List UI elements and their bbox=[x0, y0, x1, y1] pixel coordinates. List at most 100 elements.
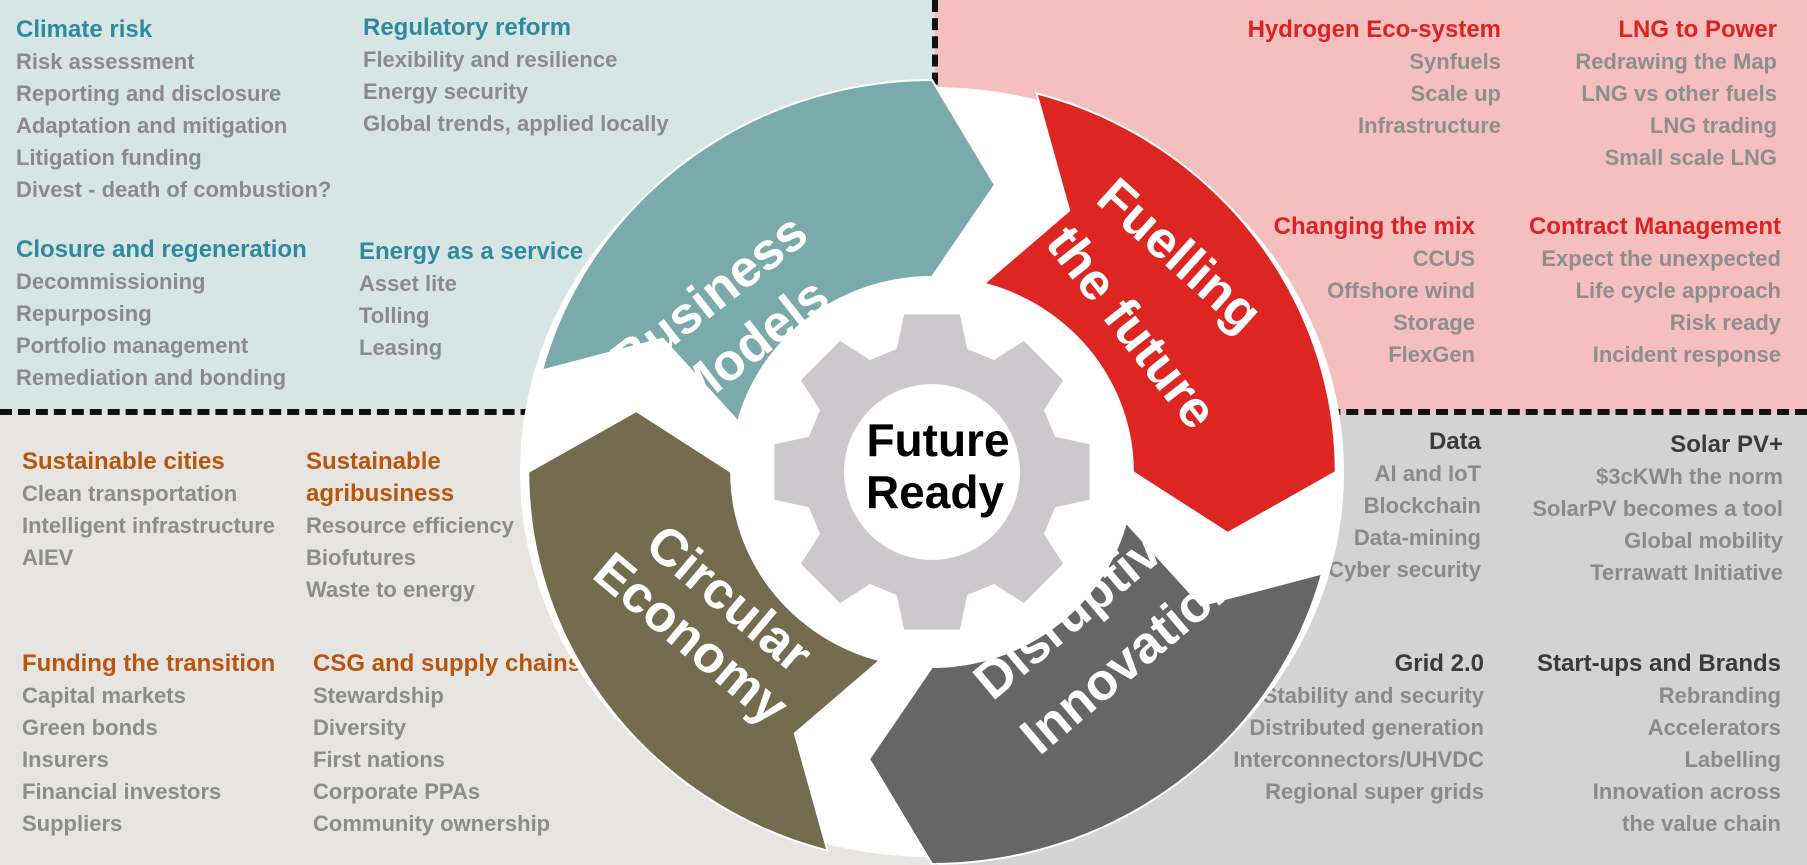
list-item: Expect the unexpected bbox=[1541, 246, 1781, 271]
list-item: Redrawing the Map bbox=[1575, 49, 1777, 74]
list-item: Infrastructure bbox=[1357, 113, 1501, 138]
energy-service-title: Energy as a service bbox=[359, 238, 584, 265]
list-item: Labelling bbox=[1684, 747, 1781, 772]
list-item: CCUS bbox=[1412, 246, 1475, 271]
list-item: Offshore wind bbox=[1327, 278, 1475, 303]
segment-fuelling-future bbox=[981, 91, 1337, 535]
sustainable-agribusiness-block: Sustainable agribusiness Resource effici… bbox=[306, 446, 514, 606]
list-item: Synfuels bbox=[1409, 49, 1501, 74]
list-item: Stability and security bbox=[1262, 683, 1484, 708]
contract-management-title: Contract Management bbox=[1528, 213, 1781, 240]
funding-transition-block: Funding the transition Capital markets G… bbox=[22, 648, 275, 840]
gear-hub bbox=[844, 384, 1020, 560]
list-item: Life cycle approach bbox=[1575, 278, 1781, 303]
segment-circular-economy bbox=[527, 409, 883, 853]
list-item: Global mobility bbox=[1624, 528, 1783, 553]
list-item: Regional super grids bbox=[1265, 779, 1484, 804]
startups-brands-title: Start-ups and Brands bbox=[1536, 650, 1781, 677]
list-item: Innovation across bbox=[1592, 779, 1781, 804]
segment-disruptive-innovation bbox=[867, 520, 1324, 865]
regulatory-reform-title: Regulatory reform bbox=[363, 14, 572, 41]
sustainable-agribusiness-title-line2: agribusiness bbox=[306, 480, 455, 507]
list-item: Risk ready bbox=[1669, 310, 1781, 335]
list-item: Energy security bbox=[363, 79, 529, 104]
list-item: FlexGen bbox=[1388, 342, 1475, 367]
changing-mix-block: Changing the mix CCUS Offshore wind Stor… bbox=[1274, 211, 1475, 371]
list-item: Clean transportation bbox=[22, 481, 238, 506]
list-item: Stewardship bbox=[313, 683, 444, 708]
sustainable-agribusiness-title-line1: Sustainable bbox=[306, 448, 441, 475]
list-item: Rebranding bbox=[1658, 683, 1781, 708]
list-item: Tolling bbox=[359, 303, 430, 328]
grid-title: Grid 2.0 bbox=[1394, 650, 1484, 677]
list-item: Blockchain bbox=[1363, 493, 1481, 518]
csg-supply-chains-title: CSG and supply chains bbox=[313, 650, 582, 677]
list-item: Litigation funding bbox=[16, 145, 202, 170]
startups-brands-block: Start-ups and Brands Rebranding Accelera… bbox=[1537, 648, 1781, 840]
list-item: Divest - death of combustion? bbox=[16, 177, 332, 202]
list-item: First nations bbox=[313, 747, 446, 772]
list-item: Capital markets bbox=[22, 683, 186, 708]
list-item: Leasing bbox=[359, 335, 443, 360]
data-block: Data AI and IoT Blockchain Data-mining C… bbox=[1328, 426, 1481, 586]
data-title: Data bbox=[1428, 428, 1481, 455]
list-item: Corporate PPAs bbox=[313, 779, 481, 804]
sustainable-cities-block: Sustainable cities Clean transportation … bbox=[22, 446, 275, 574]
closure-regeneration-block: Closure and regeneration Decommissioning… bbox=[16, 234, 307, 394]
solar-pv-title: Solar PV+ bbox=[1670, 431, 1783, 458]
list-item: Small scale LNG bbox=[1604, 145, 1777, 170]
list-item: Terrawatt Initiative bbox=[1590, 560, 1783, 585]
lng-title: LNG to Power bbox=[1618, 16, 1777, 43]
list-item: LNG vs other fuels bbox=[1581, 81, 1777, 106]
grid-block: Grid 2.0 Stability and security Distribu… bbox=[1233, 648, 1484, 808]
list-item: Distributed generation bbox=[1249, 715, 1484, 740]
energy-service-block: Energy as a service Asset lite Tolling L… bbox=[359, 236, 583, 364]
list-item: Global trends, applied locally bbox=[363, 111, 669, 136]
list-item: Flexibility and resilience bbox=[363, 47, 618, 72]
csg-supply-chains-block: CSG and supply chains Stewardship Divers… bbox=[313, 648, 581, 840]
list-item: Repurposing bbox=[16, 301, 152, 326]
list-item: Suppliers bbox=[22, 811, 123, 836]
segment-business-models bbox=[540, 78, 997, 424]
contract-management-block: Contract Management Expect the unexpecte… bbox=[1529, 211, 1781, 371]
sustainable-cities-title: Sustainable cities bbox=[22, 448, 225, 475]
changing-mix-title: Changing the mix bbox=[1273, 213, 1475, 240]
climate-risk-block: Climate risk Risk assessment Reporting a… bbox=[16, 14, 331, 206]
list-item: Scale up bbox=[1410, 81, 1501, 106]
list-item: Cyber security bbox=[1328, 557, 1481, 582]
center-title-line1: Future bbox=[866, 414, 1009, 466]
list-item: Asset lite bbox=[359, 271, 457, 296]
hydrogen-title: Hydrogen Eco-system bbox=[1247, 16, 1501, 43]
list-item: Remediation and bonding bbox=[16, 365, 287, 390]
list-item: Intelligent infrastructure bbox=[22, 513, 276, 538]
list-item: Community ownership bbox=[313, 811, 551, 836]
list-item: SolarPV becomes a tool bbox=[1532, 496, 1783, 521]
list-item: Accelerators bbox=[1647, 715, 1781, 740]
hydrogen-block: Hydrogen Eco-system Synfuels Scale up In… bbox=[1248, 14, 1501, 142]
climate-risk-title: Climate risk bbox=[16, 16, 153, 43]
list-item: AI and IoT bbox=[1374, 461, 1481, 486]
list-item: Risk assessment bbox=[16, 49, 195, 74]
list-item: Biofutures bbox=[306, 545, 416, 570]
list-item: Portfolio management bbox=[16, 333, 249, 358]
lng-block: LNG to Power Redrawing the Map LNG vs ot… bbox=[1575, 14, 1777, 174]
list-item: Storage bbox=[1393, 310, 1475, 335]
list-item: Reporting and disclosure bbox=[16, 81, 282, 106]
list-item: Decommissioning bbox=[16, 269, 206, 294]
list-item: Insurers bbox=[22, 747, 109, 772]
list-item: Resource efficiency bbox=[306, 513, 514, 538]
list-item: AIEV bbox=[22, 545, 74, 570]
list-item: Financial investors bbox=[22, 779, 222, 804]
list-item: Adaptation and mitigation bbox=[16, 113, 288, 138]
funding-transition-title: Funding the transition bbox=[22, 650, 276, 677]
list-item: $3cKWh the norm bbox=[1595, 464, 1783, 489]
closure-regeneration-title: Closure and regeneration bbox=[16, 236, 307, 263]
regulatory-reform-block: Regulatory reform Flexibility and resili… bbox=[363, 12, 669, 140]
list-item: Incident response bbox=[1592, 342, 1781, 367]
list-item: Interconnectors/UHVDC bbox=[1233, 747, 1484, 772]
list-item: LNG trading bbox=[1649, 113, 1777, 138]
list-item: the value chain bbox=[1622, 811, 1781, 836]
solar-pv-block: Solar PV+ $3cKWh the norm SolarPV become… bbox=[1532, 429, 1783, 589]
center-title-line2: Ready bbox=[866, 466, 1004, 518]
